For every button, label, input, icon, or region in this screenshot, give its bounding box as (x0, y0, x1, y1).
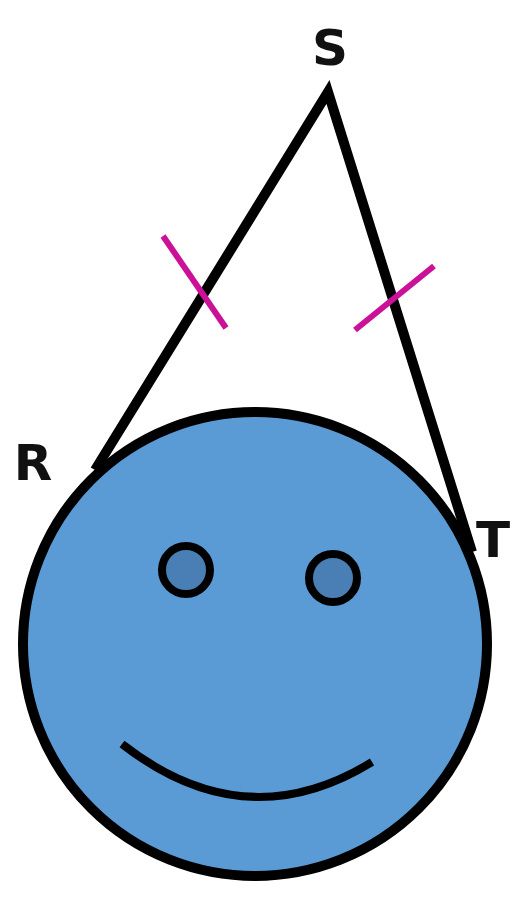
vertex-label: S (312, 23, 348, 73)
tick-mark (163, 236, 226, 328)
face-circle (23, 412, 487, 876)
vertex-label: T (476, 515, 510, 565)
right-eye (309, 554, 357, 602)
tick-mark (355, 266, 434, 330)
vertex-label: R (14, 438, 53, 488)
smile (122, 744, 372, 797)
hat-triangle (95, 92, 472, 552)
left-eye (162, 546, 210, 594)
